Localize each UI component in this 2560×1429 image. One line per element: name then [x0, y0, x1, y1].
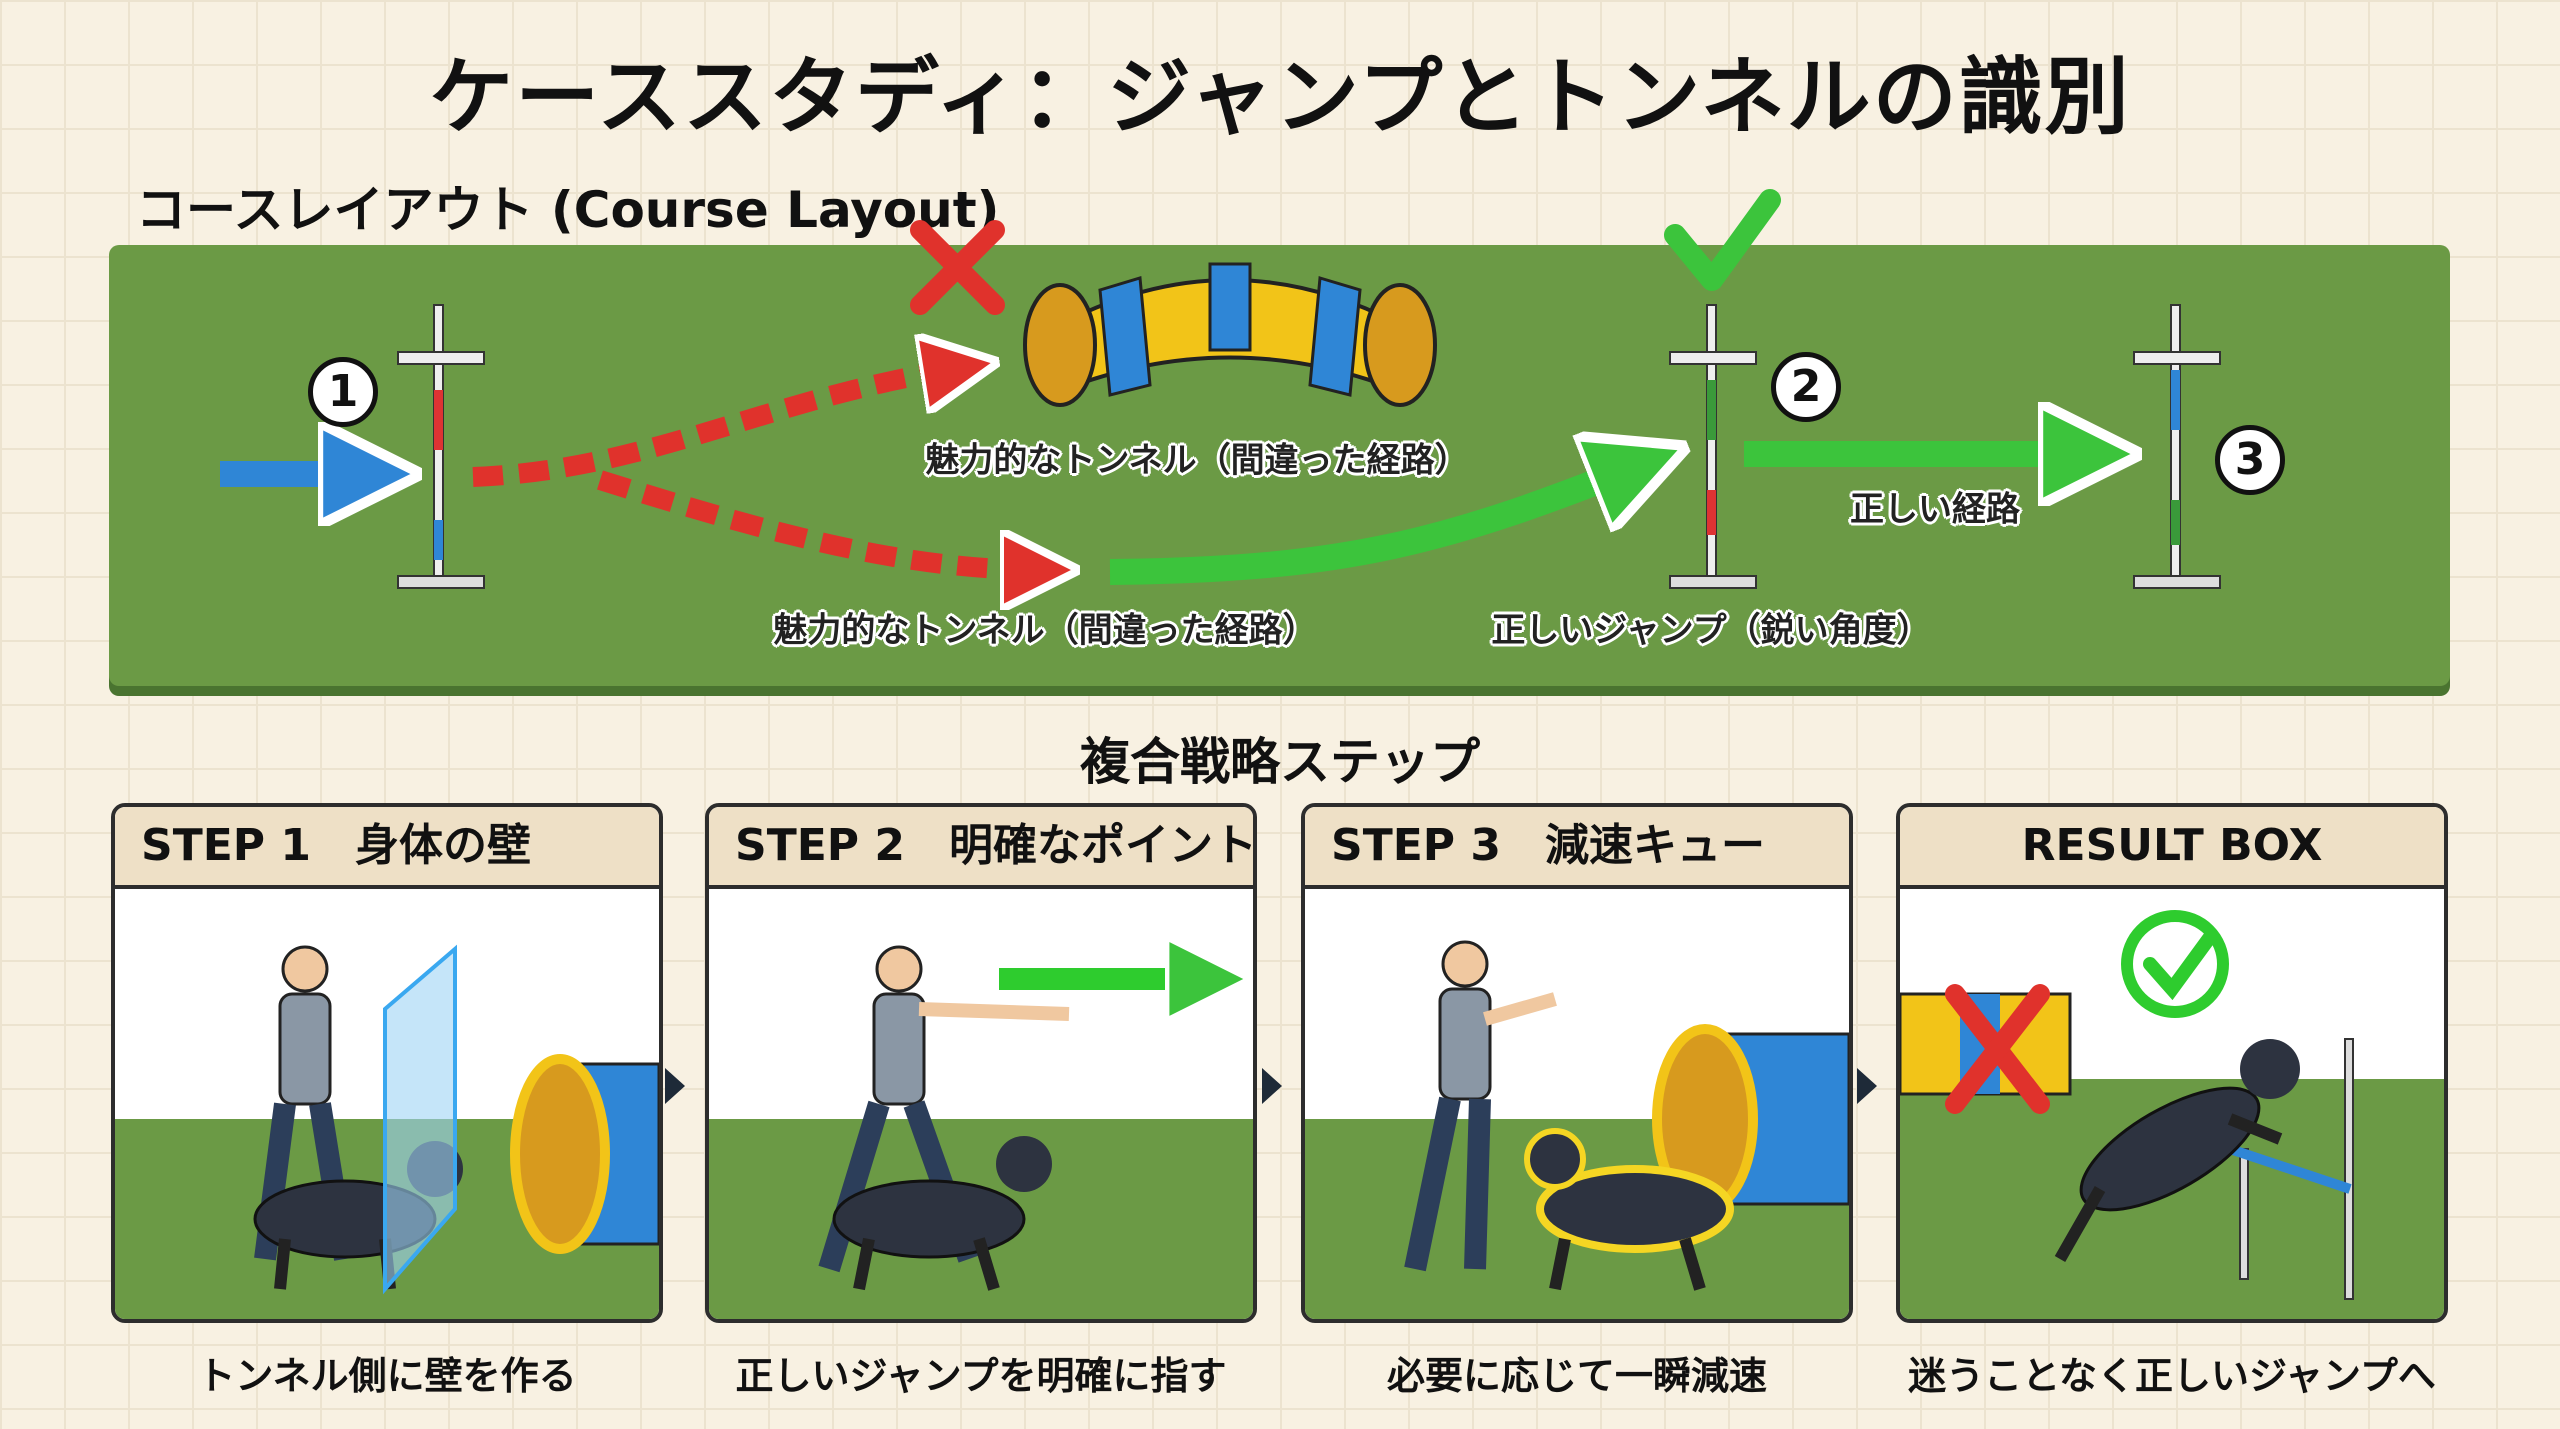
jump-3 [2133, 304, 2221, 589]
steps-heading: 複合戦略ステップ [1080, 733, 1480, 791]
label-correct-jump: 正しいジャンプ（鋭い角度） [1491, 610, 1931, 651]
correct-check-icon [1664, 189, 1781, 291]
step-3-header: STEP 3 減速キュー [1305, 807, 1849, 889]
result-panel: RESULT BOX [1896, 803, 2448, 1323]
step-connector-arrow-icon [665, 1068, 685, 1104]
result-illustration [1900, 889, 2444, 1319]
step-2-header: STEP 2 明確なポイント [709, 807, 1253, 889]
marker-1: 1 [308, 357, 378, 427]
step-2-illustration [709, 889, 1253, 1319]
step-connector-arrow-icon [1262, 1068, 1282, 1104]
tunnel-icon [1652, 1024, 1849, 1214]
wrong-x-icon [910, 220, 1005, 315]
step-3-caption: 必要に応じて一瞬減速 [1386, 1354, 1767, 1398]
wrong-path-lower [597, 470, 1040, 570]
step-connector-arrow-icon [1857, 1068, 1877, 1104]
tunnel-icon [510, 1054, 659, 1254]
label-tunnel-upper: 魅力的なトンネル（間違った経路） [925, 440, 1469, 481]
result-caption: 迷うことなく正しいジャンプへ [1908, 1354, 2436, 1398]
jump-icon [2228, 1038, 2354, 1300]
step-3-panel: STEP 3 減速キュー [1301, 803, 1853, 1323]
page-title: ケーススタディ：ジャンプとトンネルの識別 [429, 48, 2131, 146]
marker-2: 2 [1771, 352, 1841, 422]
step-1-caption: トンネル側に壁を作る [197, 1354, 577, 1398]
step-2-caption: 正しいジャンプを明確に指す [735, 1354, 1227, 1398]
course-diagram [220, 189, 2221, 720]
result-header: RESULT BOX [1900, 807, 2444, 889]
jump-2 [1669, 304, 1757, 589]
correct-check-icon [2121, 910, 2229, 1018]
label-tunnel-lower: 魅力的なトンネル（間違った経路） [773, 610, 1317, 651]
step-1-panel: STEP 1 身体の壁 [111, 803, 663, 1323]
step-1-header: STEP 1 身体の壁 [115, 807, 659, 889]
jumping-dog-icon [2054, 1039, 2300, 1262]
correct-path-curve [1109, 465, 1640, 585]
step-1-illustration [115, 889, 659, 1319]
marker-3: 3 [2215, 425, 2285, 495]
wrong-x-icon [1945, 984, 2050, 1114]
wrong-path-upper [472, 368, 960, 487]
step-3-illustration [1305, 889, 1849, 1319]
label-correct-path: 正しい経路 [1850, 489, 2020, 530]
handler-icon [1404, 940, 1557, 1272]
dog-icon [832, 1136, 1052, 1291]
slowing-dog-icon [1524, 1128, 1734, 1291]
body-wall-icon [383, 944, 457, 1295]
jump-1 [397, 304, 485, 589]
tunnel-illustration [1023, 262, 1437, 407]
course-layout-heading: コースレイアウト (Course Layout) [136, 181, 1000, 239]
step-2-panel: STEP 2 明確なポイント [705, 803, 1257, 1323]
